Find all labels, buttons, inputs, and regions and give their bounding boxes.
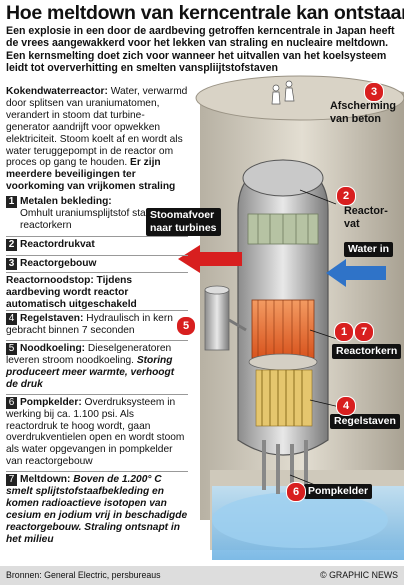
item-label: Reactorgebouw bbox=[20, 257, 97, 269]
footer-source: Bronnen: General Electric, persbureaus bbox=[6, 570, 161, 580]
item-label: Reactordrukvat bbox=[20, 238, 95, 250]
item-number: 1 bbox=[6, 196, 17, 208]
callout-shielding: Afscherming van beton bbox=[330, 100, 396, 125]
callout-rods: Regelstaven bbox=[330, 414, 400, 429]
steam-out-arrow bbox=[178, 245, 242, 273]
list-item: 3 Reactorgebouw bbox=[6, 254, 188, 270]
item-text: Overdruksysteem in werking bij ca. 1.100… bbox=[6, 396, 185, 468]
worker-figures bbox=[271, 80, 295, 105]
item-number: 4 bbox=[6, 313, 17, 325]
intro-text: Water, verwarmd door splitsen van uraniu… bbox=[6, 86, 188, 169]
callout-vessel: Reactor- vat bbox=[344, 205, 388, 230]
intro-panel: Kokendwaterreactor: Water, verwarmd door… bbox=[6, 86, 188, 193]
emergency-stop-text: Reactornoodstop: Tijdens aardbeving word… bbox=[6, 272, 188, 311]
badge-7: 7 bbox=[354, 322, 374, 342]
items-panel: 1 Metalen bekleding: Omhult uraniumsplij… bbox=[6, 196, 188, 270]
list-item: 2 Reactordrukvat bbox=[6, 235, 188, 251]
intro-heading: Kokendwaterreactor: bbox=[6, 86, 108, 97]
badge-1: 1 bbox=[334, 322, 354, 342]
badge-5: 5 bbox=[176, 316, 196, 336]
item-number: 7 bbox=[6, 474, 17, 487]
item-number: 3 bbox=[6, 257, 17, 270]
item-label: Meltdown: bbox=[20, 474, 71, 486]
callout-pump: Pompkelder bbox=[304, 484, 373, 499]
page-subtitle: Een explosie in een door de aardbeving g… bbox=[6, 25, 395, 74]
item-number: 2 bbox=[6, 238, 17, 251]
footer-credit: © GRAPHIC NEWS bbox=[320, 570, 398, 580]
item-label: Noodkoeling: bbox=[20, 342, 86, 354]
badge-4: 4 bbox=[336, 396, 356, 416]
item-text: Hydraulisch in kern gebracht binnen 7 se… bbox=[6, 313, 173, 336]
emergency-cooling-unit bbox=[204, 285, 247, 351]
callout-steam-out: Stoomafvoer naar turbines bbox=[146, 208, 221, 236]
badge-3: 3 bbox=[364, 82, 384, 102]
item-text: Dieselgeneratoren leveren stroom noodkoe… bbox=[6, 342, 172, 366]
item-text: Omhult uraniumsplijtstof staven in react… bbox=[20, 208, 173, 231]
page-title: Hoe meltdown van kerncentrale kan ontsta… bbox=[6, 2, 404, 24]
list-item: 1 Metalen bekleding: bbox=[6, 196, 188, 208]
item-number: 5 bbox=[6, 342, 17, 355]
item-label: Pompkelder: bbox=[20, 396, 82, 408]
item-label: Regelstaven: bbox=[20, 313, 84, 324]
badge-2: 2 bbox=[336, 186, 356, 206]
badge-6: 6 bbox=[286, 482, 306, 502]
item-number: 6 bbox=[6, 396, 17, 409]
item-italic: Storing produceert meer warmte, verhoogt… bbox=[6, 354, 175, 390]
item-label: Metalen bekleding: bbox=[20, 196, 112, 207]
callout-core: Reactorkern bbox=[332, 344, 402, 359]
item-italic: Boven de 1.200° C smelt splijtstofstaafb… bbox=[6, 474, 188, 545]
water-in-arrow bbox=[326, 259, 386, 287]
reactor-vessel bbox=[237, 159, 329, 494]
intro-bold-text: Er zijn meerdere beveiligingen ter voork… bbox=[6, 157, 176, 193]
callout-water-in: Water in bbox=[344, 242, 394, 257]
footer: Bronnen: General Electric, persbureaus ©… bbox=[0, 566, 404, 585]
